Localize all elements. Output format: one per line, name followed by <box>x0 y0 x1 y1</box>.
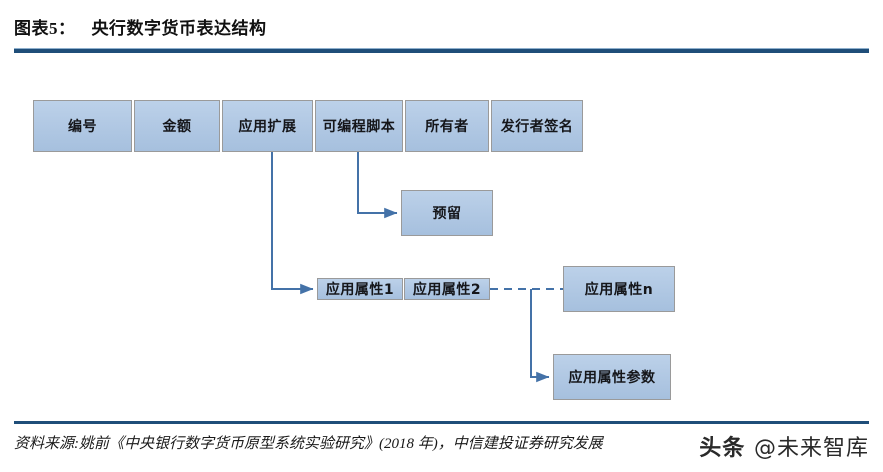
header-divider <box>14 48 869 53</box>
node-app-attr-n[interactable]: 应用属性n <box>563 266 675 312</box>
node-app-attr-2[interactable]: 应用属性2 <box>404 278 490 300</box>
connector-attrn-to-params <box>530 289 550 383</box>
watermark: 头条 @未来智库 <box>699 430 869 462</box>
connector-script-to-reserved <box>357 152 398 219</box>
figure-label: 图表5： <box>14 19 76 38</box>
watermark-brand: 头条 <box>699 436 746 461</box>
page-title: 图表5： 央行数字货币表达结构 <box>14 14 267 39</box>
figure-title-text: 央行数字货币表达结构 <box>91 19 267 38</box>
watermark-handle: @未来智库 <box>753 436 869 461</box>
node-reserved[interactable]: 预留 <box>401 190 493 236</box>
footer-divider <box>14 421 869 424</box>
record-cell-app-ext[interactable]: 应用扩展 <box>222 100 313 152</box>
record-cell-id[interactable]: 编号 <box>33 100 132 152</box>
connector-appext-to-attr1 <box>271 152 314 295</box>
node-app-attr-1[interactable]: 应用属性1 <box>317 278 403 300</box>
connector-layer <box>271 152 563 383</box>
diagram-canvas: 编号 金额 应用扩展 可编程脚本 所有者 发行者签名 预留 应用属性1 应用属性… <box>0 56 883 416</box>
record-cell-owner[interactable]: 所有者 <box>405 100 489 152</box>
record-structure-table: 编号 金额 应用扩展 可编程脚本 所有者 发行者签名 <box>33 100 583 152</box>
node-group-app-attributes: 应用属性1 应用属性2 <box>317 266 490 312</box>
record-cell-amount[interactable]: 金额 <box>134 100 220 152</box>
record-cell-signature[interactable]: 发行者签名 <box>491 100 583 152</box>
figure-header: 图表5： 央行数字货币表达结构 <box>0 0 883 56</box>
source-note: 资料来源:姚前《中央银行数字货币原型系统实验研究》(2018 年)，中信建投证券… <box>14 436 603 452</box>
node-app-attr-params[interactable]: 应用属性参数 <box>553 354 671 400</box>
record-cell-script[interactable]: 可编程脚本 <box>315 100 403 152</box>
